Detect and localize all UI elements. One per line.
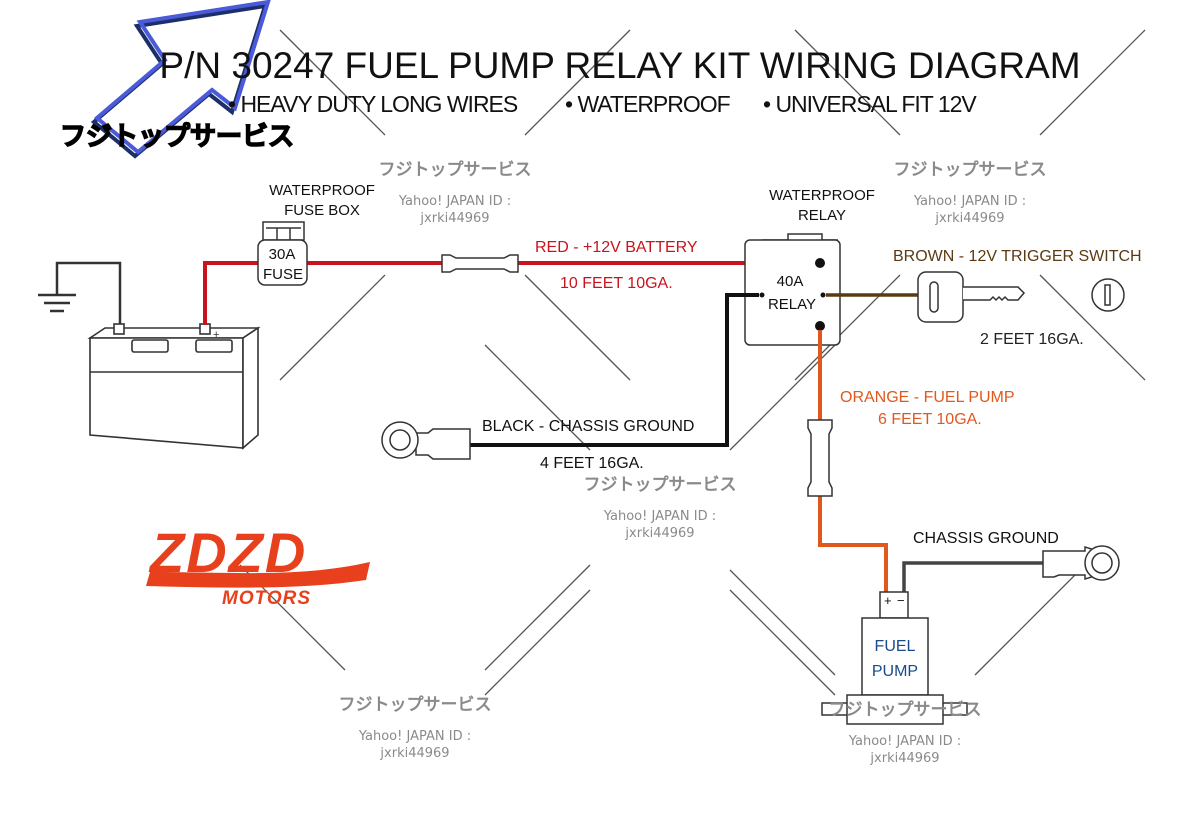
- corner-watermark-text: フジトップサービス: [60, 121, 294, 151]
- page-title: P/N 30247 FUEL PUMP RELAY KIT WIRING DIA…: [159, 45, 1080, 86]
- orange-wire: [818, 330, 888, 592]
- watermark-id-label: Yahoo! JAPAN ID :: [913, 194, 1026, 209]
- relay-terminal-87: [815, 321, 825, 331]
- orange-wire-label: ORANGE - FUEL PUMP: [840, 389, 1015, 406]
- watermark-id-value: jxrki44969: [379, 746, 449, 761]
- watermarks: フジトップサービス Yahoo! JAPAN ID : jxrki44969 フジトッ…: [339, 159, 1047, 766]
- relay-terminal-86: [820, 292, 826, 298]
- inline-fuse-orange: [807, 419, 833, 497]
- watermark-line: [484, 589, 591, 696]
- relay-terminal-85: [759, 292, 765, 298]
- pump-minus: −: [897, 593, 905, 608]
- relay-type: RELAY: [768, 296, 816, 313]
- black-wire: [470, 293, 759, 447]
- feature-2: • WATERPROOF: [565, 91, 731, 117]
- corner-arrow-watermark: [90, 0, 271, 159]
- battery-plus-label: +: [213, 329, 219, 341]
- svg-text:MOTORS: MOTORS: [222, 588, 311, 609]
- watermark-brand: フジトップサービス: [339, 694, 492, 715]
- watermark-brand: フジトップサービス: [584, 474, 737, 495]
- fuse-box: [257, 221, 308, 286]
- battery-ground-symbol: [38, 261, 122, 325]
- watermark-line: [794, 274, 901, 381]
- fuel-pump: [821, 591, 968, 725]
- pump-plus: +: [884, 593, 892, 608]
- fuse-rating: 30A: [269, 246, 296, 263]
- watermark-line: [729, 344, 836, 451]
- watermark-id-label: Yahoo! JAPAN ID :: [603, 509, 716, 524]
- watermark-line: [794, 29, 901, 136]
- watermark-line: [279, 274, 386, 381]
- relay-terminal-30: [815, 258, 825, 268]
- svg-text:ZDZD: ZDZD: [148, 521, 307, 584]
- inline-fuse-red: [441, 254, 519, 273]
- ring-terminal-pump: [1042, 545, 1120, 581]
- battery: [87, 323, 261, 450]
- zdzd-motors-logo: ZDZD MOTORS: [146, 521, 370, 609]
- watermark-line: [729, 569, 836, 676]
- brown-wire-label: BROWN - 12V TRIGGER SWITCH: [893, 248, 1142, 265]
- watermark-brand: フジトップサービス: [379, 159, 532, 180]
- key-switch: [917, 271, 1125, 323]
- fuse-box-label-2: FUSE BOX: [284, 202, 360, 219]
- brown-wire-spec: 2 FEET 16GA.: [980, 331, 1084, 348]
- feature-3: • UNIVERSAL FIT 12V: [763, 91, 977, 117]
- watermark-id-label: Yahoo! JAPAN ID :: [358, 729, 471, 744]
- watermark-id-value: jxrki44969: [419, 211, 489, 226]
- watermark-line: [974, 569, 1081, 676]
- watermark-lines: [239, 29, 1146, 696]
- ring-terminal-black: [381, 421, 471, 460]
- feature-1: • HEAVY DUTY LONG WIRES: [228, 91, 518, 117]
- relay-label-1: WATERPROOF: [769, 187, 875, 204]
- pump-ground-label: CHASSIS GROUND: [913, 530, 1059, 547]
- watermark-line: [484, 344, 591, 451]
- watermark-line: [279, 29, 386, 136]
- watermark-line: [524, 29, 631, 136]
- red-wire-label: RED - +12V BATTERY: [535, 239, 698, 256]
- black-wire-label: BLACK - CHASSIS GROUND: [482, 418, 694, 435]
- watermark-id-label: Yahoo! JAPAN ID :: [398, 194, 511, 209]
- watermark-id-value: jxrki44969: [934, 211, 1004, 226]
- watermark-line: [484, 564, 591, 671]
- red-wire-spec: 10 FEET 10GA.: [560, 275, 673, 292]
- relay-rating: 40A: [777, 273, 804, 290]
- orange-wire-spec: 6 FEET 10GA.: [878, 411, 982, 428]
- pump-label-2: PUMP: [872, 663, 918, 680]
- watermark-line: [1039, 29, 1146, 136]
- watermark-line: [524, 274, 631, 381]
- watermark-id-value: jxrki44969: [624, 526, 694, 541]
- watermark-line: [729, 589, 836, 696]
- watermark-brand: フジトップサービス: [829, 699, 982, 720]
- pump-label-1: FUEL: [875, 638, 916, 655]
- watermark-id-value: jxrki44969: [869, 751, 939, 766]
- watermark-line: [1039, 274, 1146, 381]
- fuse-box-label-1: WATERPROOF: [269, 182, 375, 199]
- black-wire-spec: 4 FEET 16GA.: [540, 455, 644, 472]
- relay-label-2: RELAY: [798, 207, 846, 224]
- watermark-brand: フジトップサービス: [894, 159, 1047, 180]
- pump-ground-wire: [902, 561, 1043, 592]
- watermark-id-label: Yahoo! JAPAN ID :: [848, 734, 961, 749]
- fuse-type: FUSE: [263, 266, 303, 283]
